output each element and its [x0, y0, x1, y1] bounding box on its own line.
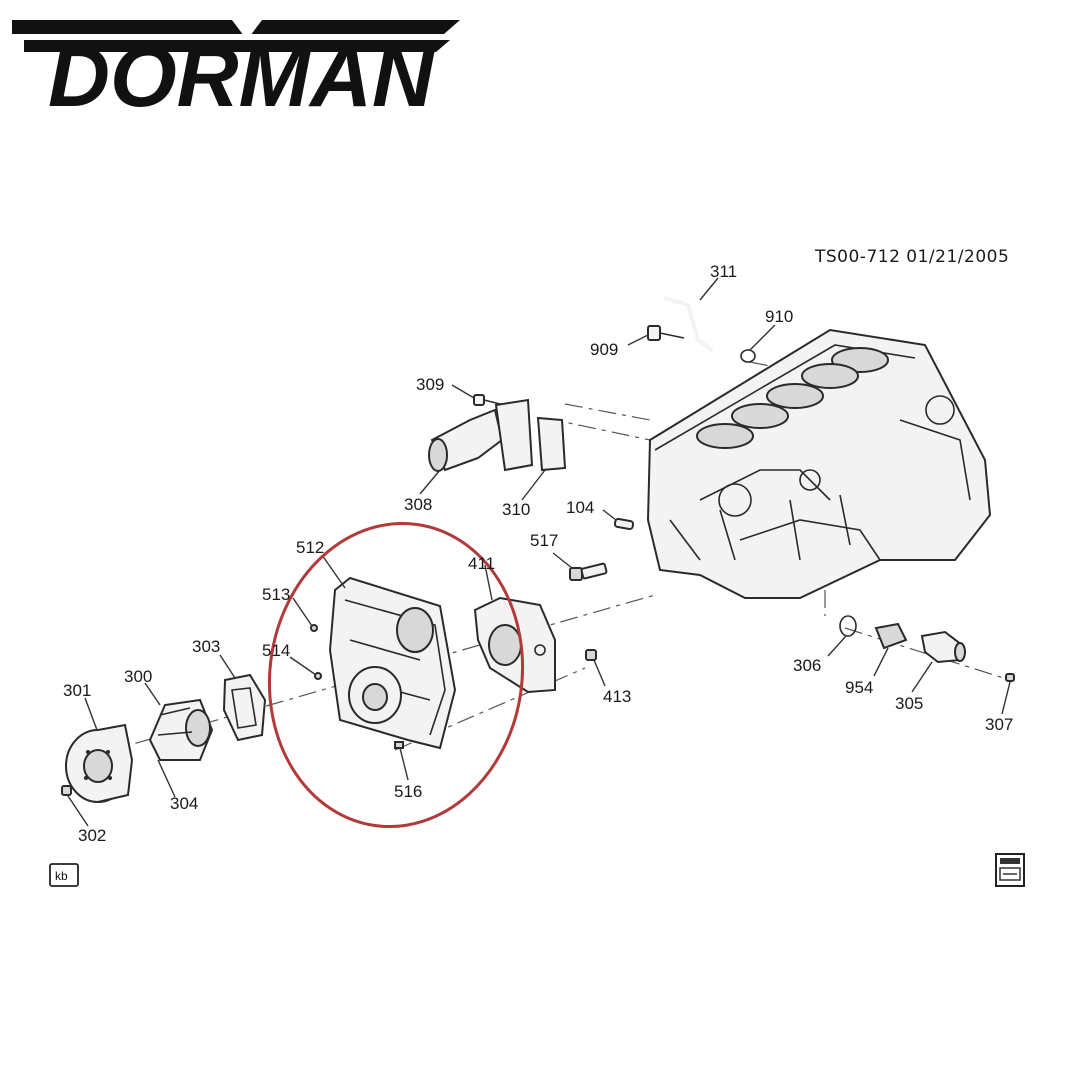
corner-tag: kb: [49, 863, 79, 887]
callout-308: 308: [404, 495, 432, 514]
callout-306: 306: [793, 656, 821, 675]
bolt: [569, 562, 608, 581]
coolant-fitting: [920, 630, 966, 664]
callout-910: 910: [765, 307, 793, 326]
oil-pump: [473, 596, 556, 694]
callout-516: 516: [394, 782, 422, 801]
callout-512: 512: [296, 538, 324, 557]
bolt: [61, 785, 72, 796]
brand-name: DORMAN: [48, 29, 436, 125]
o-ring: [740, 349, 756, 363]
gasket: [536, 416, 567, 472]
callout-411: 411: [468, 554, 495, 573]
corner-tag-text: kb: [55, 869, 68, 883]
callout-310: 310: [502, 500, 530, 519]
callout-311: 311: [710, 262, 737, 281]
leader-lines: [67, 277, 1011, 827]
water-outlet: [428, 398, 534, 472]
water-pump-gasket: [222, 673, 267, 742]
bolt: [473, 394, 501, 406]
callout-304: 304: [170, 794, 198, 813]
coolant-pipe: [664, 296, 714, 352]
drain-plug: [1005, 673, 1015, 682]
water-pump: [148, 698, 214, 761]
callout-104: 104: [566, 498, 594, 517]
fastener: [310, 624, 404, 749]
bolt: [585, 649, 597, 661]
callout-909: 909: [590, 340, 618, 359]
engine-front-cover: [328, 576, 457, 750]
callout-301: 301: [63, 681, 91, 700]
dowel-pin: [613, 517, 635, 531]
callout-305: 305: [895, 694, 923, 713]
temperature-sensor: [874, 622, 908, 650]
bolt: [647, 325, 685, 341]
callout-300: 300: [124, 667, 152, 686]
callout-514: 514: [262, 641, 290, 660]
callout-307: 307: [985, 715, 1013, 734]
highlight-circle: [267, 521, 525, 829]
water-pump-pulley: [65, 723, 134, 803]
callout-413: 413: [603, 687, 631, 706]
engine-block: [646, 328, 992, 599]
callout-302: 302: [78, 826, 106, 845]
document-icon: [995, 853, 1025, 887]
callout-954: 954: [845, 678, 873, 697]
callout-517: 517: [530, 531, 558, 550]
seal-ring: [839, 615, 857, 637]
dorman-logo: DORMAN: [12, 20, 460, 125]
callout-labels: 311 910 909 309 308 310 104 517 512 411 …: [63, 262, 1013, 845]
callout-303: 303: [192, 637, 220, 656]
callout-309: 309: [416, 375, 444, 394]
callout-513: 513: [262, 585, 290, 604]
drawing-reference: TS00-712 01/21/2005: [814, 247, 1009, 267]
